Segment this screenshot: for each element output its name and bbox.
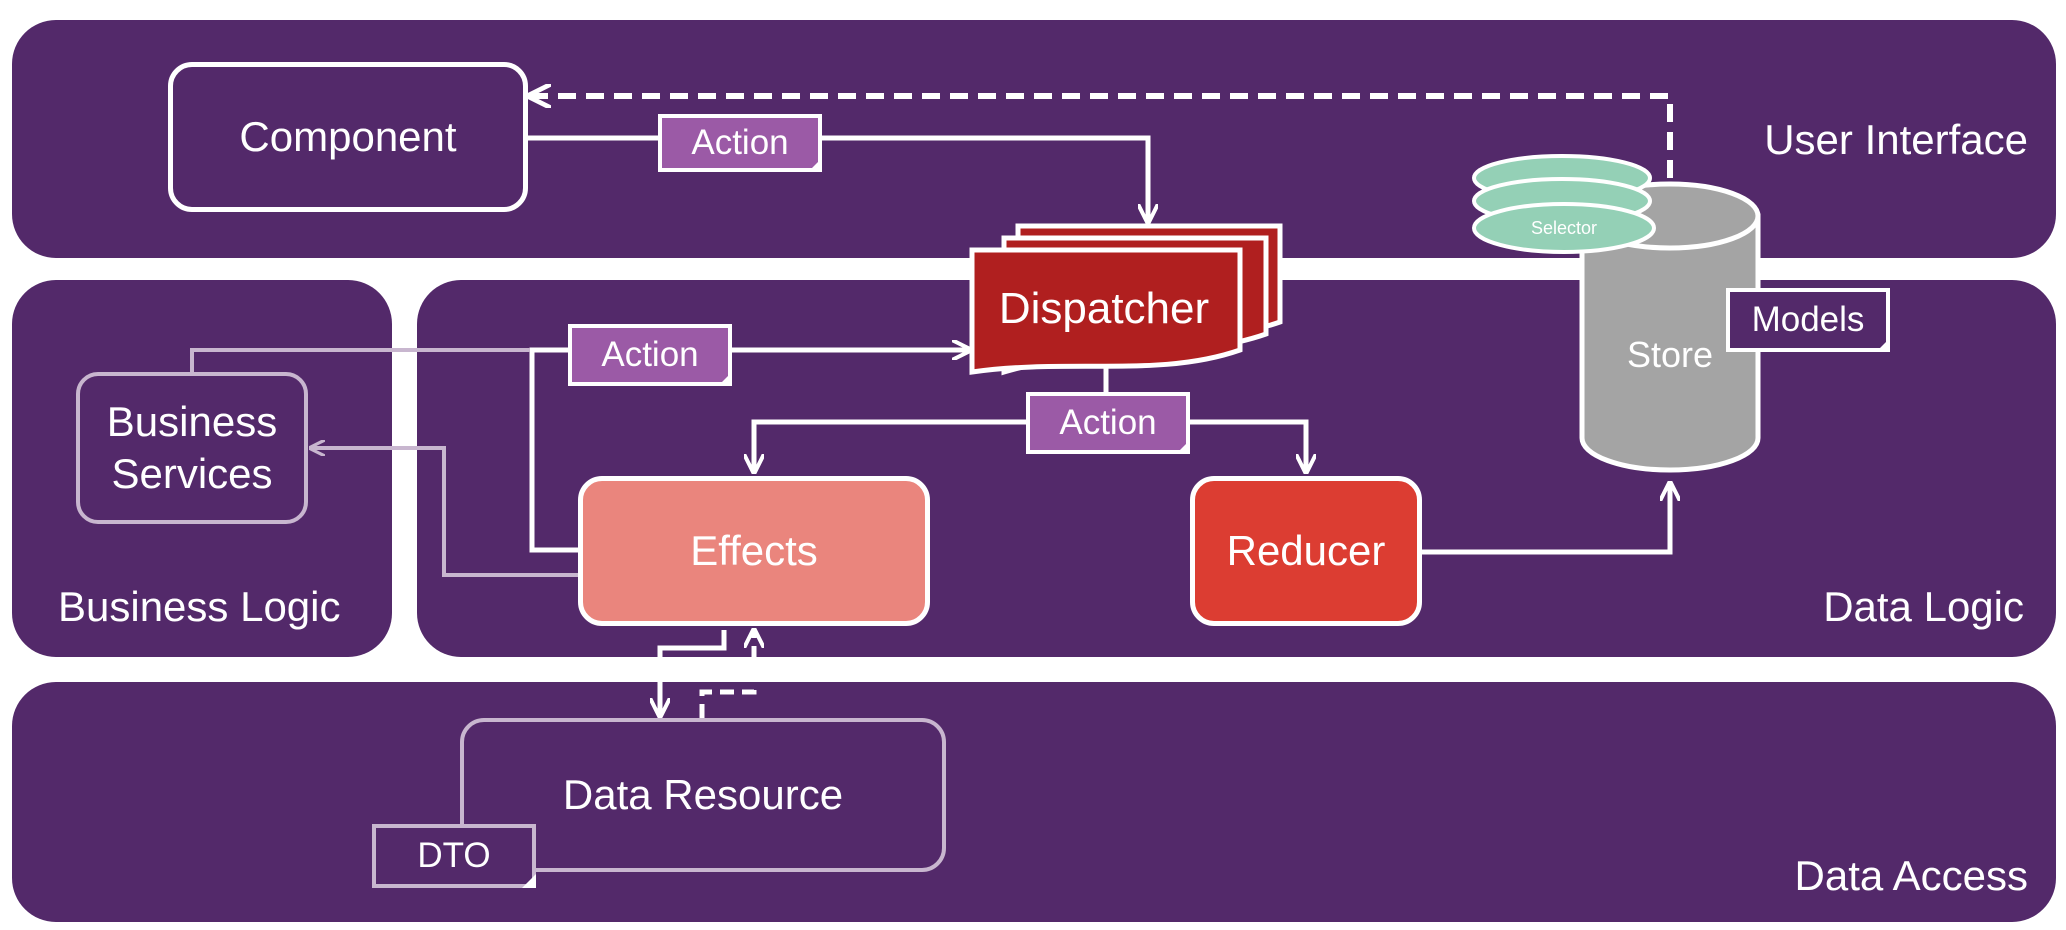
selector-label: Selector [1530, 218, 1598, 238]
arrow-store-to-component [532, 96, 1673, 178]
business-services-label-line1: Business [106, 398, 278, 445]
arrow-reducer-to-store [1422, 485, 1670, 555]
arrow-effects-to-business-services [312, 448, 578, 577]
business-services-label-line2: Services [111, 450, 273, 497]
dispatcher-shape [969, 223, 1283, 376]
component-node: Component [168, 62, 528, 212]
store-label: Store [1626, 334, 1714, 375]
reducer-label: Reducer [1226, 527, 1386, 574]
lane-data-access [12, 682, 2056, 922]
lane-label-data-logic: Data Logic [1823, 583, 2024, 630]
data-resource-label: Data Resource [562, 771, 844, 818]
data-resource-node: Data Resource [460, 718, 946, 872]
effects-label: Effects [690, 527, 818, 574]
arrow-component-to-dispatcher [528, 135, 1148, 220]
reducer-node: Reducer [1190, 476, 1422, 626]
dto-tag: DTO [372, 824, 536, 888]
action-tag-component: Action [658, 114, 822, 172]
dispatcher-label: Dispatcher [998, 284, 1210, 333]
arrow-effects-to-dispatcher [529, 350, 968, 553]
action-tag-effects: Action [568, 324, 732, 386]
connector-business-services [190, 348, 530, 372]
models-tag: Models [1726, 288, 1890, 352]
business-services-node: Business Services [76, 372, 308, 524]
arrow-data-resource-to-effects [699, 632, 754, 718]
action-tag-dispatcher: Action [1026, 392, 1190, 454]
effects-node: Effects [578, 476, 930, 626]
arrow-effects-to-data-resource [660, 630, 727, 714]
lane-label-business-logic: Business Logic [58, 583, 341, 630]
lane-label-user-interface: User Interface [1764, 116, 2028, 163]
lane-label-data-access: Data Access [1794, 852, 2028, 899]
selector-stack [1472, 154, 1656, 254]
component-label: Component [239, 113, 457, 160]
